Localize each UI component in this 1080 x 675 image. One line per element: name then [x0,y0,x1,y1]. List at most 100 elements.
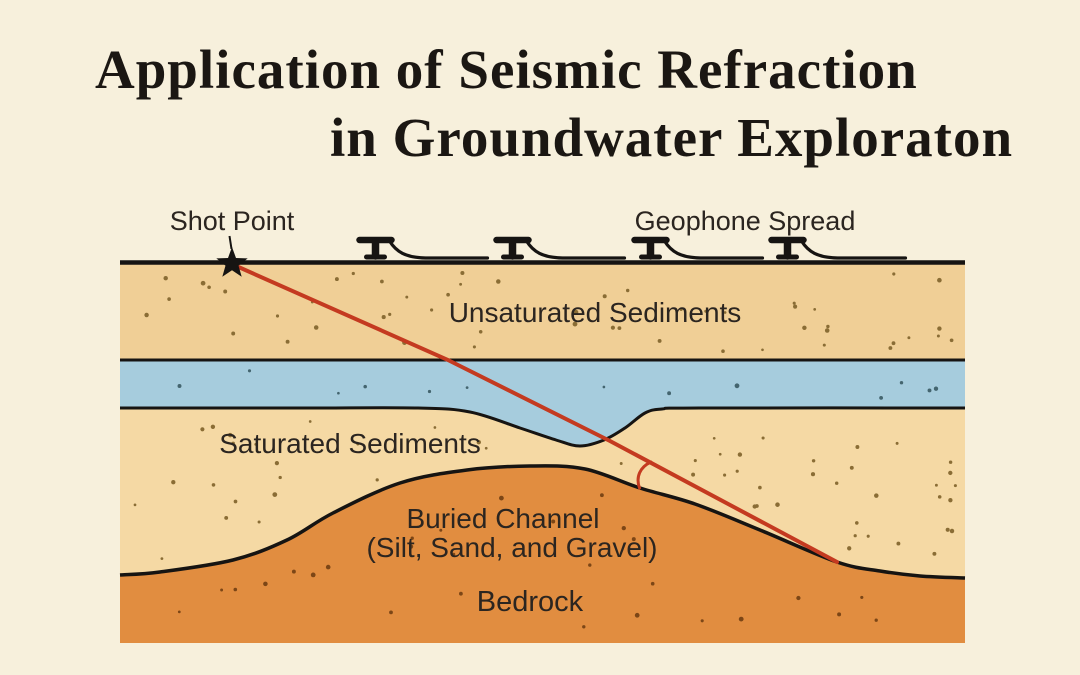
texture-dot [879,395,884,400]
geophone-array [356,236,908,260]
texture-dot [796,595,801,601]
texture-dot [313,325,319,330]
texture-dot [723,473,727,477]
texture-dot [855,521,859,525]
texture-dot [478,330,483,334]
texture-dot [200,427,205,432]
texture-dot [465,386,469,389]
texture-dot [272,492,278,497]
water-table-bottom-boundary [120,406,966,448]
texture-dot [735,469,739,473]
texture-dot [472,345,476,349]
texture-dot [667,391,672,396]
texture-dot [822,343,826,347]
texture-dot [275,314,280,318]
texture-dot [263,581,268,587]
texture-dot [388,312,392,316]
texture-dot [254,443,258,446]
texture-dot [874,618,878,622]
texture-dot [810,472,816,477]
texture-dot [211,483,216,487]
texture-dot [631,537,636,542]
texture-dot [167,297,171,301]
texture-dot [381,315,386,320]
texture-dot [207,285,211,290]
texture-dot [853,534,857,538]
texture-dot [599,493,604,498]
texture-dot [410,536,414,540]
buried-channel-label-line1: Buried Channel [406,503,599,534]
texture-dot [551,519,556,524]
texture-dot [257,520,261,524]
texture-dot [380,279,384,284]
texture-dot [934,483,938,487]
texture-dot [826,324,830,329]
geophone-cable [524,239,627,260]
texture-dot [712,436,716,440]
texture-dot [755,504,759,508]
texture-dot [937,495,942,499]
texture-dot [375,478,379,482]
texture-dot [738,616,744,622]
texture-dot [650,581,655,586]
texture-dot [291,569,296,574]
texture-dot [227,432,233,438]
texture-dot [405,295,409,299]
texture-dot [847,546,852,551]
texture-dot [496,279,501,284]
texture-dot [231,441,235,446]
texture-dot [278,475,282,480]
shot-point-star-icon [216,247,248,277]
texture-dot [758,485,762,490]
texture-dot [325,564,331,570]
texture-dot [937,326,942,331]
texture-dot [933,386,939,391]
texture-dot [721,349,725,353]
texture-dot [460,270,465,276]
texture-dot [700,619,704,623]
texture-dot [582,625,586,629]
texture-dot [945,527,950,532]
texture-dot [459,591,463,596]
texture-dot [657,338,662,343]
texture-dot [446,292,450,297]
texture-dot [625,288,630,293]
texture-dot [274,460,280,466]
texture-dot [927,388,932,393]
texture-dot [761,436,765,440]
texture-dot [409,544,414,549]
texture-dot [144,312,149,318]
texture-dot [837,612,842,617]
geophone-icon [631,236,765,260]
texture-dot [888,346,893,350]
texture-dot [948,470,953,476]
texture-dot [948,460,953,464]
texture-dot [231,331,236,336]
texture-dot [693,459,697,463]
texture-dot [439,528,443,532]
geophone-cable [662,239,765,260]
texture-dot [356,442,360,446]
texture-dot [849,465,854,470]
geophone-icon [768,236,908,260]
texture-dot [634,612,640,618]
buried-channel-bedrock-layer [120,465,965,643]
texture-dot [813,308,817,311]
texture-dot [610,325,615,330]
texture-dot [892,272,896,276]
texture-dot [936,334,940,338]
texture-dot [761,348,764,352]
texture-dot [723,311,727,314]
texture-dot [177,384,182,388]
texture-dot [704,309,708,313]
texture-dot [459,282,463,286]
texture-dot [860,595,864,599]
texture-dot [855,445,860,449]
texture-dot [734,383,740,389]
texture-dot [573,309,579,315]
texture-dot [899,381,904,385]
unsaturated-sediments-label: Unsaturated Sediments [449,297,742,328]
texture-dot [220,588,224,592]
texture-dot [160,557,164,560]
